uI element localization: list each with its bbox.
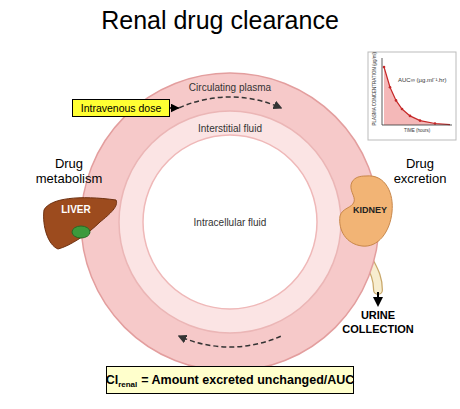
node-text: Intracellular fluid — [142, 217, 318, 228]
urine-arrow — [377, 292, 379, 305]
liver-organ-outline — [40, 192, 120, 254]
node-text: Interstitial fluid — [118, 123, 342, 134]
node-text: renal — [118, 380, 137, 389]
node-text: LIVER — [48, 204, 104, 215]
kidney-organ: KIDNEY — [336, 172, 396, 250]
node-text: = Amount excreted unchanged/AUC — [141, 373, 354, 387]
output-label: URINE COLLECTION — [336, 308, 420, 336]
data-point — [419, 119, 422, 122]
y-axis — [382, 58, 383, 125]
node-text: Cl — [106, 373, 119, 387]
auc-area — [384, 67, 450, 125]
data-point — [409, 115, 412, 118]
intracellular-circle: Intracellular fluid — [142, 134, 318, 310]
auc-label: AUC∞ (µg.ml⁻¹.hr) — [398, 76, 446, 84]
node-text: KIDNEY — [346, 205, 394, 215]
chart-frame — [368, 52, 456, 140]
concentration-curve — [384, 67, 450, 125]
liver-organ: LIVER — [40, 192, 120, 254]
liver-shape — [44, 198, 117, 249]
data-point — [389, 86, 392, 89]
data-point — [383, 66, 386, 69]
axis-title: PLASMA CONCENTRATION (µg/ml) — [372, 56, 377, 126]
node-text: Circulating plasma — [80, 82, 380, 93]
plasma-ring: Circulating plasmaInterstitial fluidIntr… — [80, 72, 380, 372]
diagram-title: Renal drug clearance — [0, 6, 440, 35]
node-text: Intravenous dose — [81, 102, 162, 114]
data-point — [434, 122, 437, 125]
process-label: Drug excretion — [382, 156, 458, 186]
process-label: Drug metabolism — [26, 156, 112, 186]
data-point — [401, 108, 404, 111]
data-point — [395, 99, 398, 102]
plasma-ring — [81, 73, 379, 371]
dose-box: Intravenous dose — [72, 99, 170, 117]
formula-box: Clrenal = Amount excreted unchanged/AUC — [106, 366, 354, 394]
intracellular-circle — [143, 135, 317, 309]
inset-chart — [368, 52, 456, 140]
x-axis — [382, 125, 452, 126]
data-points — [383, 66, 437, 125]
interstitial-ring — [119, 111, 341, 333]
interstitial-ring: Interstitial fluidIntracellular fluid — [118, 110, 342, 334]
gallbladder-shape — [72, 226, 90, 238]
axis-title: TIME (hours) — [404, 128, 430, 133]
